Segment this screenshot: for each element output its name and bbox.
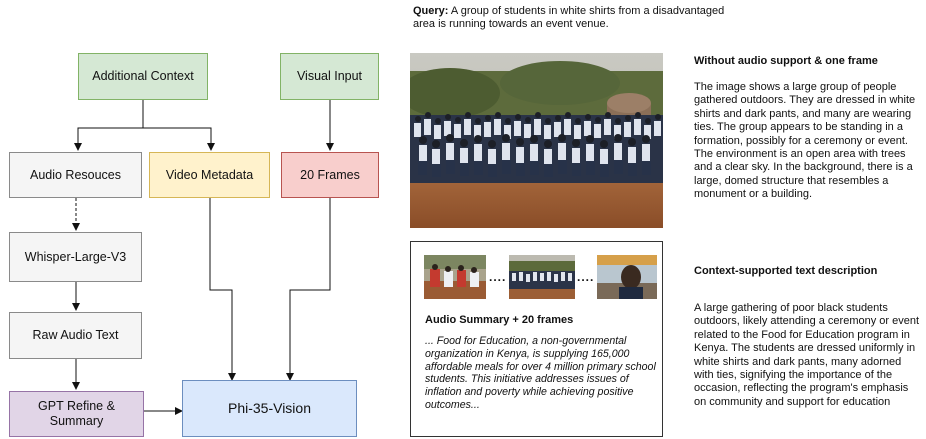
- node-video-metadata: Video Metadata: [149, 152, 270, 198]
- thumbnail-frame-3: [597, 255, 657, 299]
- node-additional-context: Additional Context: [78, 53, 208, 100]
- arrow-frames-to-phi: [286, 198, 331, 381]
- audio-summary-title: Audio Summary + 20 frames: [425, 314, 574, 326]
- arrow-metadata-to-phi: [209, 198, 236, 381]
- arrow-context-to-metadata: [143, 127, 215, 151]
- context-supported-heading: Context-supported text description: [694, 265, 878, 277]
- query-body: A group of students in white shirts from…: [413, 5, 725, 30]
- node-phi-vision: Phi-35-Vision: [182, 380, 357, 437]
- node-whisper: Whisper-Large-V3: [9, 232, 142, 282]
- thumbnail-frame-1: [424, 255, 486, 299]
- query-label: Query:: [413, 5, 449, 17]
- students-running-photo: [410, 53, 663, 228]
- node-gpt-refine: GPT Refine & Summary: [9, 391, 144, 437]
- node-audio-resources: Audio Resouces: [9, 152, 142, 198]
- query-text: Query: A group of students in white shir…: [413, 5, 743, 31]
- audio-summary-text: ... Food for Education, a non-government…: [425, 335, 656, 411]
- without-audio-heading: Without audio support & one frame: [694, 55, 878, 67]
- node-visual-input: Visual Input: [280, 53, 379, 100]
- arrow-context-to-audio: [74, 100, 144, 151]
- without-audio-text: The image shows a large group of people …: [694, 81, 916, 201]
- thumbnail-frame-2: [509, 255, 575, 299]
- frame-ellipsis-2: ....: [577, 270, 595, 284]
- node-raw-audio-text: Raw Audio Text: [9, 312, 142, 359]
- audio-summary-card: .... .... Audio Summary + 20 frames ... …: [410, 241, 663, 437]
- node-20-frames: 20 Frames: [281, 152, 379, 198]
- frame-ellipsis-1: ....: [489, 270, 507, 284]
- context-supported-text: A large gathering of poor black students…: [694, 302, 920, 408]
